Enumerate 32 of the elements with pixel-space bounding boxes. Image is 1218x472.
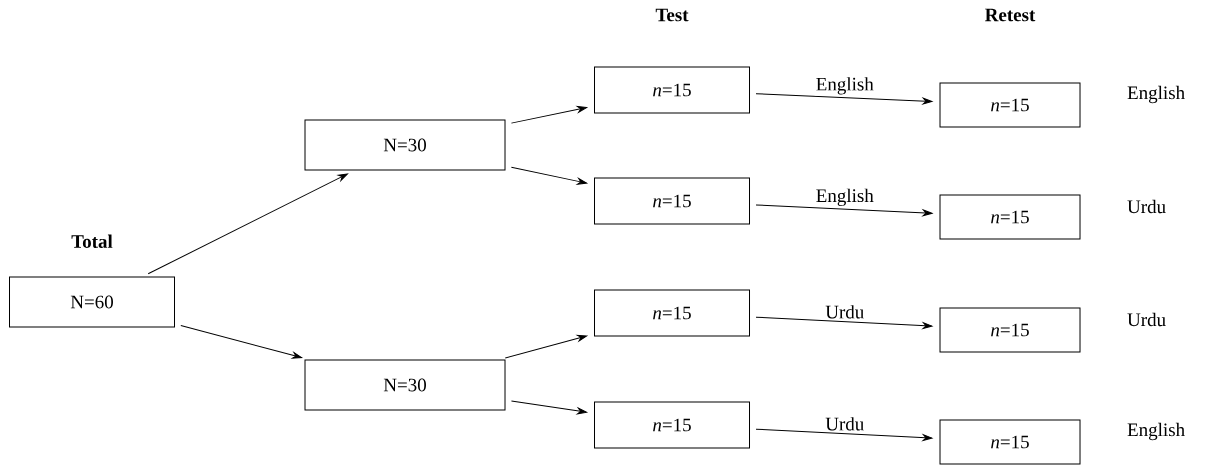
box: n=15 — [939, 82, 1081, 128]
edge-label: English — [816, 188, 874, 206]
arrow — [147, 173, 348, 275]
arrow — [755, 204, 933, 217]
arrow — [510, 106, 588, 124]
column-heading: Retest — [985, 8, 1036, 22]
beside-text: Urdu — [1127, 312, 1166, 327]
edge-label: English — [816, 77, 874, 95]
box: n=15 — [939, 419, 1081, 465]
edge-label: Urdu — [825, 305, 864, 319]
arrow — [755, 428, 933, 442]
arrow — [755, 316, 933, 330]
beside-text: English — [1127, 85, 1185, 104]
arrow — [504, 334, 588, 359]
box: n=15 — [594, 401, 750, 449]
beside-text: English — [1127, 422, 1185, 441]
box: n=15 — [594, 289, 750, 337]
beside-text: Urdu — [1127, 199, 1166, 214]
edge-label: Urdu — [825, 417, 864, 431]
box: n=15 — [939, 194, 1081, 240]
heading: Total — [71, 234, 113, 248]
box: n=15 — [939, 307, 1081, 353]
arrow — [510, 166, 588, 185]
arrow — [755, 93, 933, 105]
box: n=15 — [594, 177, 750, 225]
box: N=30 — [304, 359, 506, 411]
arrow — [180, 325, 303, 359]
box: N=30 — [304, 119, 506, 171]
box: n=15 — [594, 66, 750, 114]
arrow — [510, 400, 587, 415]
column-heading: Test — [655, 8, 689, 22]
box: N=60 — [9, 276, 175, 328]
